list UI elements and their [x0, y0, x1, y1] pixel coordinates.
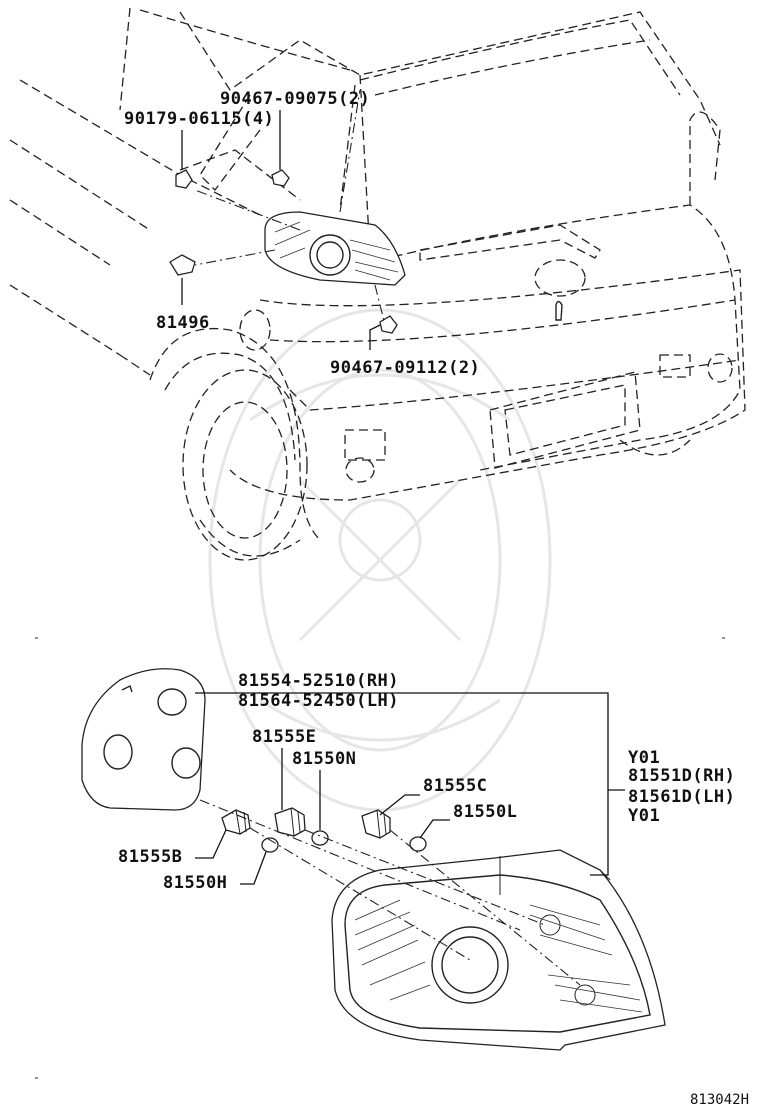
- lower-labels: 81554-52510(RH) 81564-52450(LH) 81555E 8…: [118, 671, 735, 893]
- label-lamp-lh: 81561D(LH): [628, 787, 735, 807]
- upper-hardware: [169, 169, 398, 334]
- upper-leaders: [181, 110, 381, 350]
- label-lamp-rh: 81551D(RH): [628, 766, 735, 786]
- lamp-assembly: [331, 849, 666, 1051]
- label-nut: 90179-06115(4): [124, 109, 274, 129]
- socket-b: [221, 809, 251, 835]
- bolt-b-shape: [379, 315, 398, 334]
- installed-rear-lamp: [194, 89, 406, 326]
- bulb-h: [261, 837, 279, 853]
- corner-marks: [35, 637, 725, 1079]
- label-bulb-n: 81550N: [292, 749, 356, 769]
- bulb-n: [311, 830, 329, 846]
- lower-parts: [81, 668, 666, 1051]
- label-socket: 81496: [156, 313, 210, 333]
- label-bolt-b: 90467-09112(2): [330, 358, 480, 378]
- label-gasket-lh: 81564-52450(LH): [238, 691, 399, 711]
- gasket-plate: [81, 668, 206, 811]
- label-socket-b: 81555B: [118, 847, 182, 867]
- label-code-top: Y01: [628, 748, 660, 768]
- figure-id: 813042H: [690, 1092, 749, 1108]
- label-bulb-h: 81550H: [163, 873, 227, 893]
- label-gasket-rh: 81554-52510(RH): [238, 671, 399, 691]
- nut-shape: [175, 169, 193, 189]
- socket-shape: [169, 254, 196, 276]
- watermark-emblem: [208, 308, 552, 812]
- bulb-l: [409, 836, 427, 852]
- bolt-a-shape: [271, 169, 290, 187]
- label-socket-c: 81555C: [423, 776, 487, 796]
- upper-labels: 90467-09075(2) 90179-06115(4) 81496 9046…: [124, 89, 480, 378]
- label-bulb-l: 81550L: [453, 802, 517, 822]
- label-socket-e: 81555E: [252, 727, 316, 747]
- label-bolt-a: 90467-09075(2): [220, 89, 370, 109]
- lower-leaders: [195, 692, 625, 885]
- label-code-bottom: Y01: [628, 806, 660, 826]
- socket-c: [361, 809, 391, 839]
